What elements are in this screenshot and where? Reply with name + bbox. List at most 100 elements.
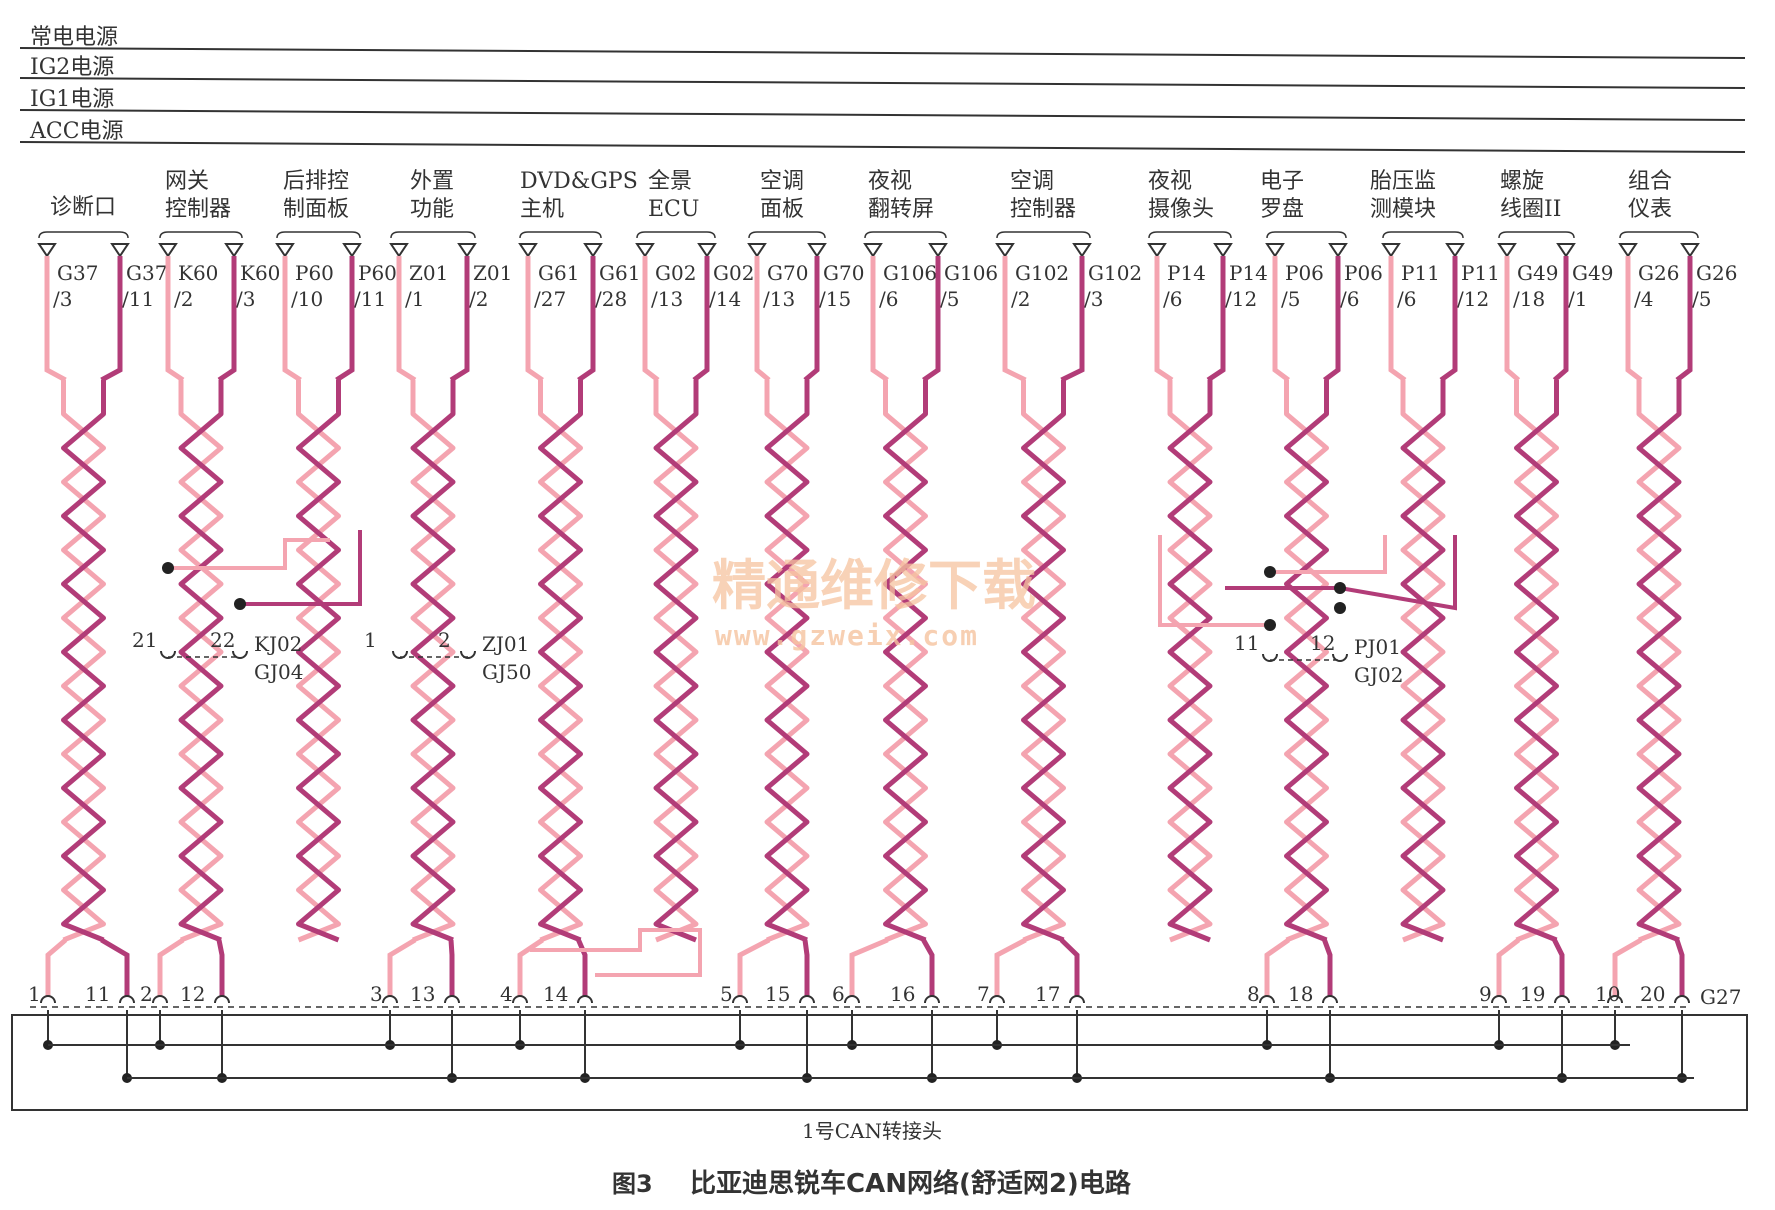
power-rail-label: 常电电源 bbox=[30, 25, 118, 50]
pin-label: /6 bbox=[1163, 287, 1182, 311]
connector-pin-icon bbox=[512, 995, 528, 1004]
connector-pin-icon bbox=[1322, 995, 1338, 1004]
module-label: 夜视 bbox=[868, 169, 912, 194]
can-high-wire bbox=[100, 256, 123, 383]
can-high-twisted bbox=[61, 380, 106, 943]
can-low-link bbox=[1270, 535, 1387, 574]
pin-terminal-icon bbox=[1680, 243, 1700, 258]
connector-pin-number: 16 bbox=[890, 982, 915, 1006]
pin-label: /5 bbox=[1692, 287, 1711, 311]
connector-pin-icon bbox=[844, 995, 860, 1004]
splice-pin-icon bbox=[460, 650, 476, 659]
pin-label: G02 bbox=[713, 261, 754, 285]
pin-label: P11 bbox=[1461, 261, 1500, 285]
module-label: 组合 bbox=[1628, 169, 1672, 194]
can-high-twisted bbox=[410, 380, 456, 943]
pin-label: /14 bbox=[709, 287, 741, 311]
splice-pin-number: 21 bbox=[132, 628, 157, 652]
can-high-wire bbox=[803, 256, 820, 382]
pin-terminal-icon bbox=[457, 243, 477, 258]
can-high-wire bbox=[100, 937, 130, 997]
can-high-wire bbox=[449, 256, 470, 383]
pin-label: Z01 bbox=[473, 261, 512, 285]
module-label: 制面板 bbox=[283, 197, 349, 222]
pin-terminal-icon bbox=[1147, 243, 1167, 258]
connector-pin-number: 2 bbox=[140, 982, 153, 1006]
pin-terminal-icon bbox=[342, 243, 362, 258]
module-label: 仪表 bbox=[1628, 197, 1672, 222]
pin-terminal-icon bbox=[158, 243, 178, 258]
connector-pin-icon bbox=[1674, 995, 1690, 1004]
connector-pin-icon bbox=[214, 995, 230, 1004]
can-high-twisted bbox=[1021, 380, 1066, 943]
connector-brace bbox=[1619, 231, 1699, 239]
can-low-wire bbox=[1612, 937, 1643, 997]
splice-pin-icon bbox=[160, 650, 176, 659]
connector-pin-icon bbox=[799, 995, 815, 1004]
can-high-twisted bbox=[653, 380, 699, 943]
pin-terminal-icon bbox=[1381, 243, 1401, 258]
pin-label: /18 bbox=[1513, 287, 1545, 311]
can-low-wire bbox=[737, 937, 771, 997]
module-label: 主机 bbox=[520, 197, 564, 222]
splice-name: ZJ01 bbox=[482, 632, 529, 656]
connector-pin-icon bbox=[444, 995, 460, 1004]
pin-terminal-icon bbox=[518, 243, 538, 258]
can-low-wire bbox=[994, 937, 1027, 997]
pin-terminal-icon bbox=[224, 243, 244, 258]
module-label: 罗盘 bbox=[1260, 197, 1304, 222]
connector-pin-icon bbox=[924, 995, 940, 1004]
pin-terminal-icon bbox=[995, 243, 1015, 258]
figure-number: 图3 bbox=[612, 1170, 653, 1198]
connector-pin-number: 7 bbox=[977, 982, 990, 1006]
pin-terminal-icon bbox=[37, 243, 57, 258]
connector-pin-icon bbox=[1069, 995, 1085, 1004]
connector-pin-icon bbox=[1554, 995, 1570, 1004]
connector-pin-number: 3 bbox=[370, 982, 383, 1006]
can-low-wire bbox=[1625, 256, 1643, 382]
can-high-wire bbox=[1059, 938, 1080, 997]
module-label: DVD&GPS bbox=[520, 169, 638, 194]
module-label: 摄像头 bbox=[1148, 197, 1214, 222]
pin-terminal-icon bbox=[1618, 243, 1638, 258]
splice-pin-number: 22 bbox=[210, 628, 235, 652]
can-high-link bbox=[240, 530, 362, 606]
connector-brace bbox=[38, 231, 129, 239]
power-rail-line bbox=[19, 141, 1746, 153]
wire-junction-dot bbox=[1264, 619, 1276, 631]
pin-label: /28 bbox=[595, 287, 627, 311]
connector-pin-icon bbox=[382, 995, 398, 1004]
can-high-twisted bbox=[1284, 380, 1329, 943]
pin-label: /27 bbox=[534, 287, 566, 311]
connector-brace bbox=[1148, 231, 1232, 239]
can-high-twisted bbox=[1167, 380, 1213, 943]
connector-pin-icon bbox=[577, 995, 593, 1004]
can-high-wire bbox=[1439, 256, 1458, 383]
connector-pin-icon bbox=[152, 995, 168, 1004]
can-high-twisted bbox=[1636, 380, 1682, 943]
splice-pin-number: 11 bbox=[1234, 631, 1259, 655]
splice-pin-number: 2 bbox=[438, 628, 451, 652]
pin-label: /5 bbox=[1281, 287, 1300, 311]
connector-brace bbox=[1498, 231, 1575, 239]
pin-label: /3 bbox=[1084, 287, 1103, 311]
watermark-url: www.gzweix.com bbox=[715, 619, 979, 652]
wire-junction-dot bbox=[162, 562, 174, 574]
pin-label: G61 bbox=[599, 261, 640, 285]
module-label: 线圈II bbox=[1500, 197, 1561, 222]
can-high-twisted bbox=[178, 380, 224, 943]
splice-pin-number: 12 bbox=[1310, 631, 1335, 655]
figure-caption: 比亚迪思锐车CAN网络(舒适网2)电路 bbox=[690, 1168, 1132, 1199]
pin-terminal-icon bbox=[1497, 243, 1517, 258]
module-label: ECU bbox=[648, 197, 699, 222]
pin-label: G102 bbox=[1088, 261, 1142, 285]
connector-pin-number: 18 bbox=[1288, 982, 1313, 1006]
can-high-wire bbox=[577, 256, 596, 383]
can-high-twisted bbox=[1400, 380, 1446, 943]
connector-pin-number: 20 bbox=[1640, 982, 1665, 1006]
pin-label: /2 bbox=[174, 287, 193, 311]
can-high-wire bbox=[802, 939, 810, 997]
pin-label: /3 bbox=[53, 287, 72, 311]
pin-label: P60 bbox=[358, 261, 397, 285]
